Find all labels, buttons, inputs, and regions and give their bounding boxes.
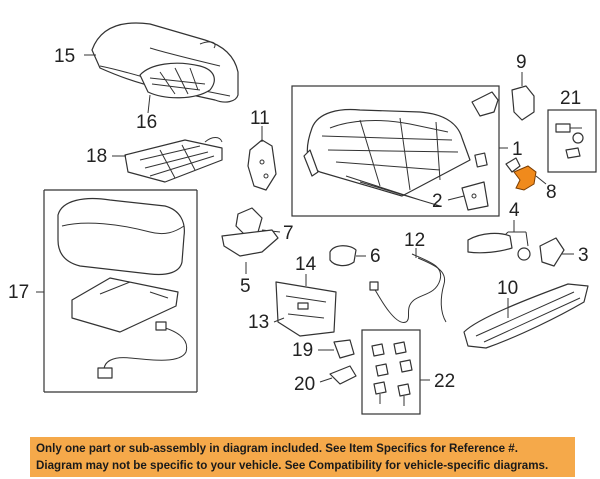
part-1-clip — [505, 157, 521, 173]
part-21-box — [547, 109, 597, 173]
part-8-highlighted — [513, 165, 547, 191]
callout-14: 14 — [295, 254, 317, 275]
notice-line-2: Diagram may not be specific to your vehi… — [36, 459, 549, 472]
part-20-clip — [319, 365, 357, 385]
part-9-cover — [511, 72, 535, 121]
part-4-covers — [467, 220, 531, 261]
callout-20: 20 — [294, 374, 315, 395]
part-12-cable — [369, 248, 447, 323]
callout-15: 15 — [54, 46, 75, 67]
notice-line-1: Only one part or sub-assembly in diagram… — [36, 442, 518, 455]
callout-5: 5 — [240, 276, 251, 297]
part-11-bracket — [247, 126, 277, 191]
callout-9: 9 — [516, 52, 527, 73]
callout-2: 2 — [432, 191, 443, 212]
part-3-bracket — [539, 237, 574, 267]
part-17-box — [36, 189, 198, 393]
callout-19: 19 — [292, 340, 313, 361]
callout-17: 17 — [8, 282, 29, 303]
callout-7: 7 — [283, 223, 294, 244]
part-16-seat-heater — [139, 62, 215, 99]
callout-22: 22 — [434, 371, 455, 392]
callout-3: 3 — [578, 245, 589, 266]
callout-6: 6 — [370, 246, 381, 267]
notice-banner: Only one part or sub-assembly in diagram… — [30, 437, 575, 477]
callout-11: 11 — [250, 108, 270, 129]
callout-8: 8 — [546, 182, 557, 203]
part-5-rail-cover — [221, 229, 279, 274]
callout-16: 16 — [136, 112, 157, 133]
part-6-clip — [329, 245, 366, 267]
callout-18: 18 — [86, 146, 107, 167]
part-13-side-shield — [273, 274, 337, 337]
callout-13: 13 — [248, 312, 269, 333]
part-19-clip — [318, 339, 355, 359]
callout-21: 21 — [560, 88, 581, 109]
callout-10: 10 — [497, 278, 518, 299]
callout-12: 12 — [404, 230, 425, 251]
part-18-seat-pan — [124, 137, 223, 183]
part-1-frame-box — [291, 85, 508, 217]
part-22-box — [361, 329, 430, 415]
callout-4: 4 — [509, 200, 520, 221]
callout-1: 1 — [512, 139, 523, 160]
part-10-track-cover — [463, 283, 589, 349]
